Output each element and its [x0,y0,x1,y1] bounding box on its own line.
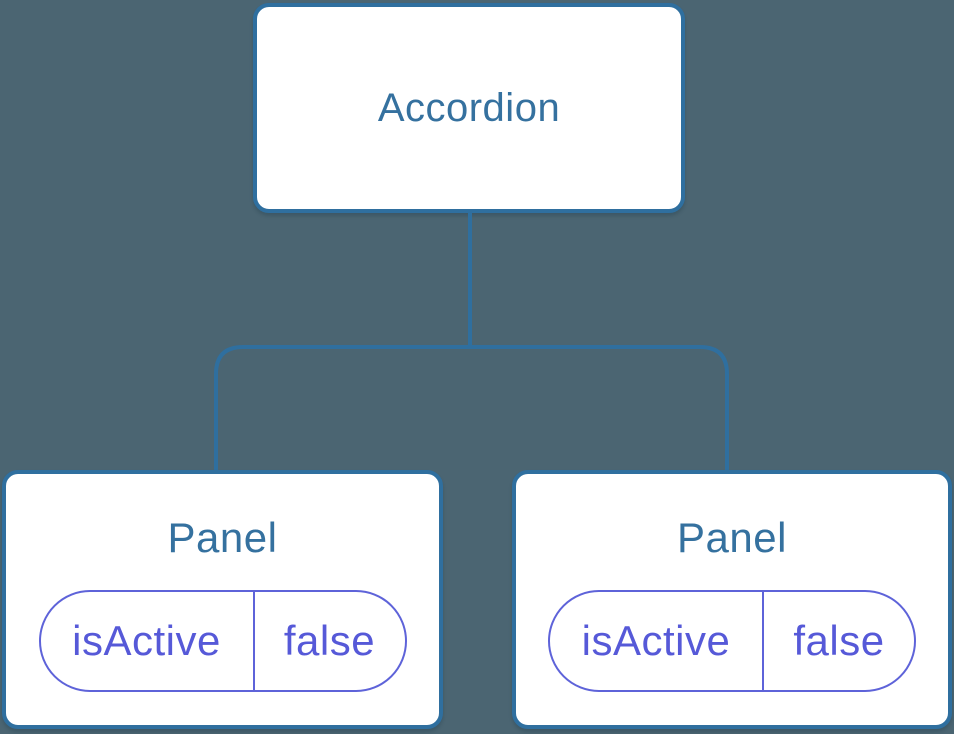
panel-node-left-label: Panel [167,514,278,561]
state-name-cell: isActive [550,592,764,690]
state-name-cell: isActive [41,592,255,690]
state-value-cell: false [283,617,376,664]
tree-connector-path [214,213,729,470]
panel-node-left: Panel isActive false [2,470,443,729]
panel-node-right-label: Panel [677,514,787,561]
state-value-cell: false [793,617,885,664]
panel-node-right: Panel isActive false [512,470,952,729]
state-pill: isActive false [38,590,407,692]
accordion-node: Accordion [253,3,685,213]
state-pill: isActive false [548,590,916,692]
accordion-node-label: Accordion [377,85,561,130]
